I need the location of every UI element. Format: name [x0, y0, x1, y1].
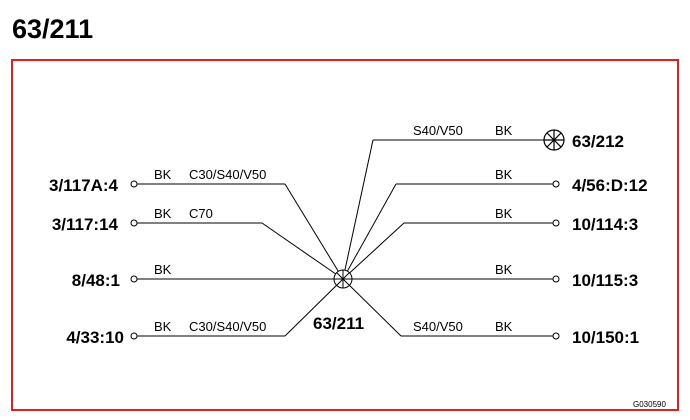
pin-terminal [552, 180, 560, 188]
wire-color-label: BK [154, 319, 172, 334]
connector-label-10-114-3: 10/114:3 [572, 215, 638, 234]
wire-color-label: BK [154, 167, 172, 182]
splice-label: 63/211 [313, 314, 364, 333]
wire-color-label: BK [495, 167, 513, 182]
connector-label-4-33-10: 4/33:10 [66, 328, 124, 347]
connector-label-3-117a-4: 3/117A:4 [49, 176, 119, 195]
wire-variant-label: C70 [189, 206, 213, 221]
connector-label-10-115-3: 10/115:3 [572, 271, 638, 290]
pin-terminal [130, 275, 138, 283]
wire-4-56-d-12 [342, 183, 553, 280]
pin-terminal [552, 332, 560, 340]
wire-color-label: BK [495, 262, 513, 277]
wire-3-117a-4 [137, 183, 344, 280]
pin-terminal [130, 180, 138, 188]
wire-63-212 [342, 139, 544, 280]
wire-color-label: BK [154, 206, 172, 221]
wire-variant-label: S40/V50 [413, 123, 463, 138]
wire-variant-label: C30/S40/V50 [189, 319, 266, 334]
pin-terminal [552, 219, 560, 227]
pin-terminal [130, 332, 138, 340]
wire-4-33-10 [137, 278, 344, 337]
wire-variant-label: S40/V50 [413, 319, 463, 334]
wire-color-label: BK [495, 206, 513, 221]
diagram-code: G030590 [633, 400, 666, 409]
wire-3-117-14 [137, 222, 344, 280]
lamp-icon [543, 129, 565, 151]
connector-label-63-212: 63/212 [572, 132, 624, 151]
diagram-frame [11, 59, 679, 411]
wire-10-114-3 [342, 222, 553, 280]
wire-color-label: BK [495, 319, 513, 334]
connector-label-4-56-d-12: 4/56:D:12 [572, 176, 648, 195]
wire-color-label: BK [495, 123, 513, 138]
wire-variant-label: C30/S40/V50 [189, 167, 266, 182]
connector-label-10-150-1: 10/150:1 [572, 328, 639, 347]
splice-icon [333, 269, 353, 289]
pin-terminal [130, 219, 138, 227]
wire-10-150-1 [342, 278, 553, 337]
wire-color-label: BK [154, 262, 172, 277]
pin-terminal [552, 275, 560, 283]
connector-label-8-48-1: 8/48:1 [72, 271, 120, 290]
page-title: 63/211 [12, 14, 94, 44]
connector-label-3-117-14: 3/117:14 [52, 215, 119, 234]
